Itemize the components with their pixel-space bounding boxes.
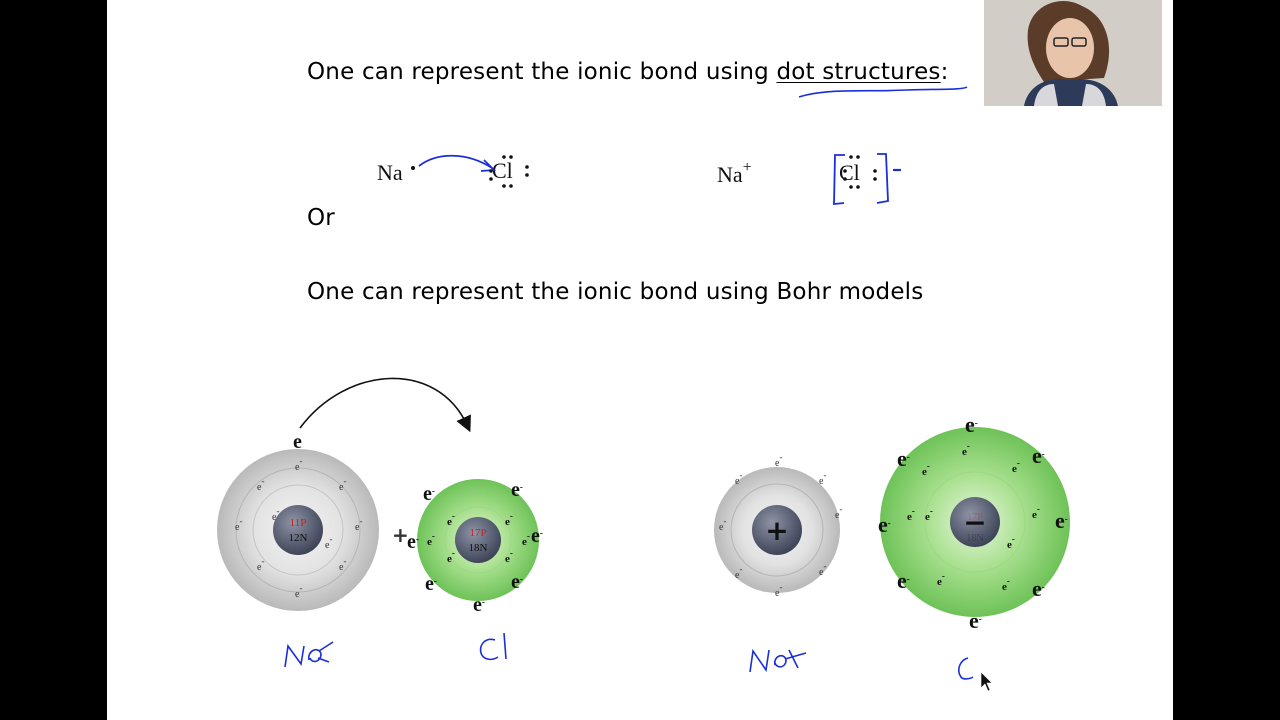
label-cl-ion-handwriting bbox=[958, 657, 974, 680]
cl-dot-symbol: Cl bbox=[492, 158, 513, 183]
sodium-valence-electron: e bbox=[293, 431, 302, 453]
na-ion-charge: + bbox=[742, 159, 752, 176]
bohr-models-heading: One can represent the ionic bond using B… bbox=[307, 279, 924, 305]
electron-transfer-arrow bbox=[418, 154, 493, 169]
svg-text:e-: e- bbox=[325, 534, 332, 551]
svg-text:e-: e- bbox=[1032, 443, 1045, 468]
svg-text:e-: e- bbox=[531, 525, 543, 547]
label-na-handwriting bbox=[284, 641, 334, 668]
heading-colon: : bbox=[940, 59, 949, 85]
svg-text:e-: e- bbox=[505, 511, 513, 528]
svg-text:e-: e- bbox=[962, 441, 970, 458]
svg-text:e-: e- bbox=[257, 556, 264, 573]
chlorine-electrons: e-e- e-e- e-e- e- e-e- e-e- e-e- bbox=[407, 479, 543, 616]
chlorine-atom: 17P 18N bbox=[417, 479, 539, 601]
svg-text:e-: e- bbox=[447, 548, 455, 565]
svg-text:e-: e- bbox=[819, 470, 826, 487]
svg-text:e-: e- bbox=[511, 479, 523, 501]
chloride-ion: 17P 18N − bbox=[880, 427, 1070, 617]
svg-text:e-: e- bbox=[339, 556, 346, 573]
svg-text:e-: e- bbox=[1007, 534, 1015, 551]
svg-text:e-: e- bbox=[235, 516, 242, 533]
sodium-neutrons: 12N bbox=[289, 532, 308, 544]
or-text: Or bbox=[307, 205, 335, 231]
lecture-slide: One can represent the ionic bond using d… bbox=[107, 0, 1173, 720]
bohr-transfer-arrow bbox=[299, 377, 471, 433]
dot-structures-heading: One can represent the ionic bond using d… bbox=[307, 59, 949, 85]
svg-text:e-: e- bbox=[937, 571, 945, 588]
sodium-atom: 11P 12N bbox=[217, 449, 379, 611]
svg-text:e-: e- bbox=[878, 512, 891, 537]
mouse-cursor bbox=[980, 671, 993, 692]
svg-text:e-: e- bbox=[511, 571, 523, 593]
svg-text:e-: e- bbox=[355, 516, 362, 533]
bohr-diagram: 11P 12N e-e-e- e-e-e- e-e-e- e- e + 17P … bbox=[217, 86, 1070, 692]
cl-ion-bracket-left bbox=[833, 154, 845, 205]
svg-text:e-: e- bbox=[505, 548, 513, 565]
svg-text:e-: e- bbox=[473, 594, 485, 616]
svg-text:e-: e- bbox=[272, 506, 279, 523]
svg-text:e-: e- bbox=[1032, 576, 1045, 601]
chlorine-protons: 17P bbox=[469, 527, 486, 539]
chloride-faded-protons: 17P bbox=[967, 512, 983, 523]
chloride-faded-neutrons: 18N bbox=[966, 533, 983, 544]
svg-text:e-: e- bbox=[522, 531, 530, 548]
svg-text:e-: e- bbox=[295, 456, 302, 473]
dot-structures-term: dot structures bbox=[776, 59, 941, 85]
chloride-ion-charge-symbol: − bbox=[963, 506, 986, 539]
na-dot-symbol: Na bbox=[377, 160, 403, 185]
svg-text:e-: e- bbox=[735, 470, 742, 487]
presenter-webcam bbox=[984, 0, 1162, 106]
sodium-ion-electrons: e-e-e- e-e-e- e-e- bbox=[719, 452, 842, 599]
svg-text:e-: e- bbox=[425, 573, 437, 595]
svg-text:e-: e- bbox=[775, 582, 782, 599]
presenter-silhouette bbox=[984, 0, 1162, 106]
svg-text:e-: e- bbox=[257, 476, 264, 493]
svg-text:e-: e- bbox=[775, 452, 782, 469]
cl-ion-lone-pairs bbox=[843, 155, 877, 189]
electron-transfer-arrowhead bbox=[480, 159, 497, 172]
svg-text:e-: e- bbox=[897, 568, 910, 593]
sodium-protons: 11P bbox=[290, 517, 307, 529]
svg-text:e-: e- bbox=[719, 516, 726, 533]
cl-lone-pairs bbox=[489, 155, 529, 188]
plus-sign: + bbox=[392, 523, 409, 547]
underline-squiggle bbox=[798, 86, 968, 98]
svg-text:e-: e- bbox=[427, 531, 435, 548]
chloride-ion-electrons: e-e- e-e- e-e- e-e- e-e- e-e- e-e- e-e- … bbox=[878, 412, 1068, 633]
label-na-ion-handwriting bbox=[749, 648, 807, 673]
svg-text:e-: e- bbox=[925, 506, 933, 523]
svg-text:e-: e- bbox=[897, 446, 910, 471]
na-valence-dot bbox=[411, 166, 415, 170]
sodium-ion-charge-symbol: + bbox=[765, 514, 788, 547]
na-ion-symbol: Na+ bbox=[717, 159, 752, 187]
svg-text:e-: e- bbox=[423, 483, 435, 505]
label-cl-handwriting bbox=[479, 632, 507, 661]
svg-text:e-: e- bbox=[819, 561, 826, 578]
svg-text:e-: e- bbox=[339, 476, 346, 493]
svg-text:e-: e- bbox=[295, 583, 302, 600]
svg-text:e-: e- bbox=[407, 531, 419, 553]
svg-text:e-: e- bbox=[922, 461, 930, 478]
cl-ion-bracket-right bbox=[876, 153, 889, 204]
sodium-electrons: e-e-e- e-e-e- e-e-e- e- bbox=[235, 456, 362, 600]
svg-text:e-: e- bbox=[965, 412, 978, 437]
svg-text:e-: e- bbox=[447, 511, 455, 528]
svg-text:e-: e- bbox=[1012, 458, 1020, 475]
svg-text:e-: e- bbox=[1055, 508, 1068, 533]
svg-text:e-: e- bbox=[969, 608, 982, 633]
svg-text:e-: e- bbox=[735, 564, 742, 581]
sodium-ion: + bbox=[714, 467, 840, 593]
svg-text:e-: e- bbox=[835, 504, 842, 521]
svg-text:e-: e- bbox=[1032, 504, 1040, 521]
svg-text:e-: e- bbox=[1002, 576, 1010, 593]
svg-text:e-: e- bbox=[907, 506, 915, 523]
chlorine-neutrons: 18N bbox=[469, 542, 488, 554]
heading-prefix: One can represent the ionic bond using bbox=[307, 59, 777, 85]
